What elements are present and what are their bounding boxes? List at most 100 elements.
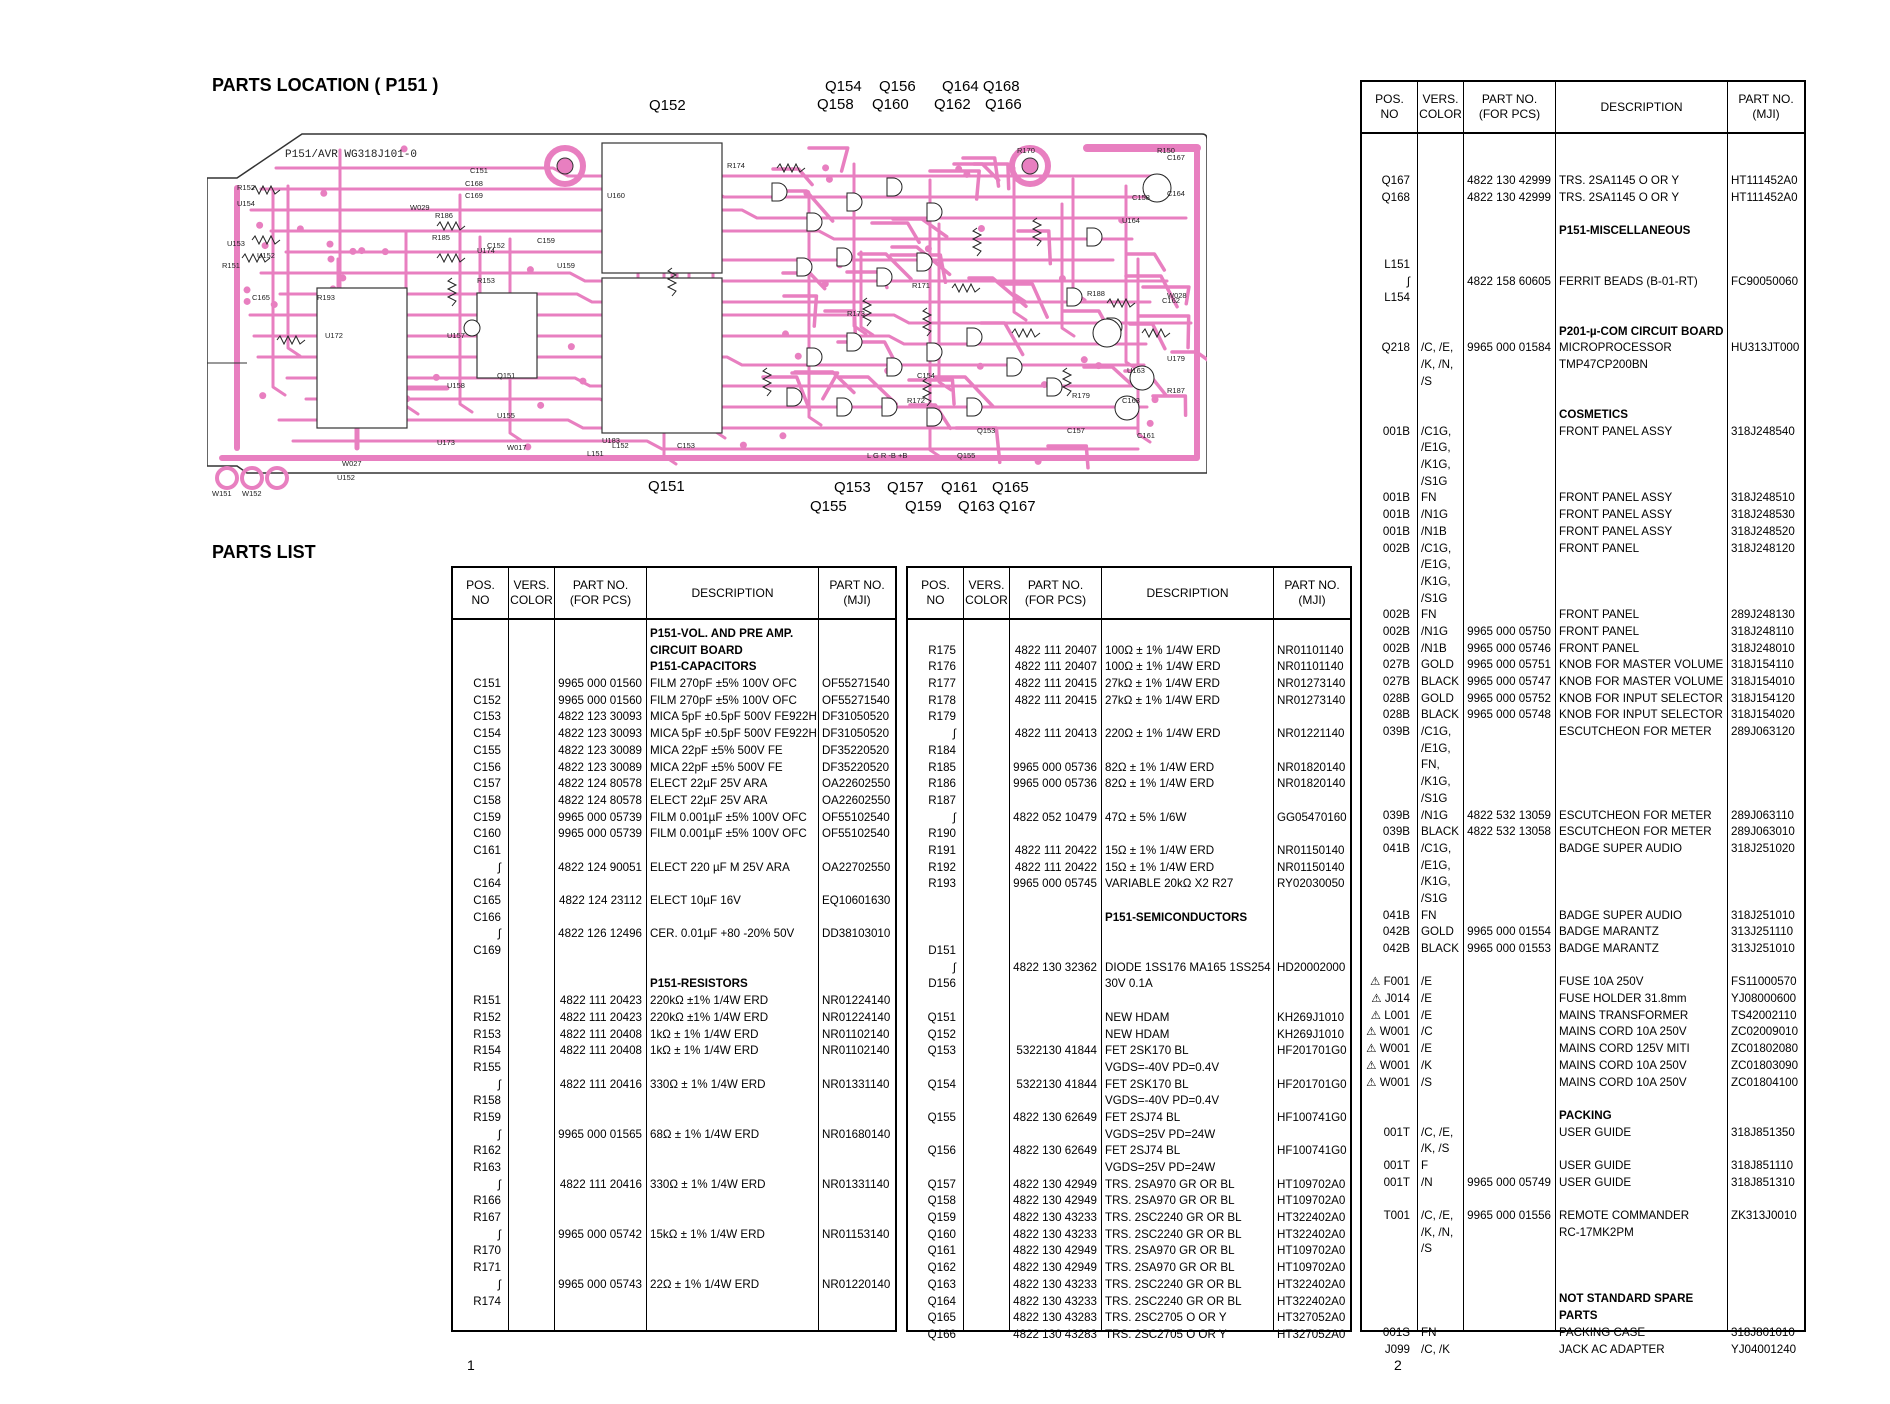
cell-pos	[1362, 1275, 1418, 1292]
cell-pos: C165	[473, 894, 501, 907]
cell-mji	[1274, 976, 1350, 993]
cell-vers	[509, 1143, 555, 1160]
cell-vers	[964, 1210, 1010, 1227]
cell-mji: NR01221140	[1277, 727, 1345, 741]
cell-pos: R175	[928, 643, 956, 657]
resistor-symbol	[921, 307, 933, 337]
cell-pn	[555, 1294, 647, 1311]
pcb-pad	[579, 377, 587, 385]
cell-vers	[964, 1143, 1010, 1160]
cell-pn: 9965 000 01553	[1467, 942, 1551, 955]
cell-pos: R154	[473, 1044, 501, 1058]
pcb-pad	[976, 362, 984, 370]
cell-mji: OF55271540	[822, 693, 890, 707]
cell-mji	[1728, 290, 1804, 307]
cell-pn	[1464, 290, 1556, 307]
cell-desc: MICROPROCESSOR	[1559, 341, 1672, 355]
cell-vers	[509, 1193, 555, 1210]
cell-mji	[819, 626, 895, 643]
cell-pn: 9965 000 05751	[1467, 658, 1551, 672]
cell-pos: ∫	[952, 727, 956, 741]
cell-pos: R186	[928, 777, 956, 791]
cell-vers	[964, 1277, 1010, 1294]
cell-mji: NR01150140	[1277, 860, 1345, 874]
cell-mji: 313J251110	[1731, 925, 1794, 939]
cell-vers	[964, 1127, 1010, 1144]
pcb-pad	[821, 280, 829, 288]
cell-pn	[1464, 574, 1556, 591]
cell-pos: C166	[473, 910, 501, 924]
q-label-top: Q152	[649, 97, 686, 114]
cell-pn	[555, 1143, 647, 1160]
cell-pn	[555, 1210, 647, 1227]
cell-vers: /N1B	[1421, 524, 1447, 538]
cell-pn: 4822 124 80578	[558, 777, 642, 791]
cell-pos: Q163	[927, 1277, 956, 1291]
cell-pn	[1010, 793, 1102, 810]
cell-desc	[1102, 743, 1274, 760]
cell-pn	[1464, 557, 1556, 574]
table-row: C164	[453, 876, 895, 893]
cell-pos: 001B	[1382, 424, 1410, 438]
component-label: U172	[325, 331, 343, 340]
component-label: W029	[410, 203, 430, 212]
cell-mji: OA22702550	[822, 860, 891, 874]
cell-vers	[509, 1160, 555, 1177]
cell-pos: R177	[928, 677, 956, 691]
transistor-outline	[1006, 357, 1023, 377]
cell-desc: NEW HDAM	[1105, 1027, 1170, 1041]
q-label-top: Q158	[817, 96, 854, 113]
resistor-symbol	[436, 252, 466, 264]
cell-pos: C158	[473, 793, 501, 807]
q-label-top: Q164 Q168	[942, 78, 1020, 95]
cell-pn: 4822 111 20408	[559, 1044, 642, 1058]
cell-vers	[509, 926, 555, 943]
cell-vers	[509, 1294, 555, 1311]
header-vers: VERS.COLOR	[964, 568, 1010, 618]
table-row: /S1G	[1362, 891, 1804, 908]
cell-vers: /E1G,	[1421, 858, 1451, 872]
cell-vers	[509, 1060, 555, 1077]
cell-mji	[819, 1210, 895, 1227]
cell-desc: TRS. 2SA1145 O OR Y	[1559, 174, 1680, 188]
cell-desc: FRONT PANEL ASSY	[1559, 508, 1673, 522]
pcb-trace	[1124, 184, 1140, 372]
component-label: R150	[1157, 146, 1175, 155]
cell-vers: BLACK	[1421, 825, 1460, 839]
cell-vers	[509, 993, 555, 1010]
resistor-symbol	[861, 297, 873, 327]
cell-pn	[555, 910, 647, 927]
component-label: U179	[1167, 354, 1185, 363]
cell-vers	[964, 926, 1010, 943]
cell-pos	[1362, 157, 1418, 174]
cell-vers	[964, 1260, 1010, 1277]
cell-desc	[1102, 793, 1274, 810]
cell-pn: 4822 130 43233	[1013, 1227, 1097, 1241]
cell-mji	[1728, 757, 1804, 774]
cell-pn	[1010, 743, 1102, 760]
table-row: P151-SEMICONDUCTORS	[908, 910, 1350, 927]
cell-mji: NR01102140	[822, 1044, 890, 1058]
cell-desc: 330Ω ± 1% 1/4W ERD	[650, 1077, 766, 1091]
cell-vers: /C1G,	[1421, 841, 1452, 855]
cell-pn: 4822 111 20416	[559, 1077, 642, 1091]
cell-mji	[819, 1243, 895, 1260]
cell-pn	[1464, 874, 1556, 891]
cell-mji: 318J154010	[1731, 675, 1795, 688]
cell-pn: 4822 130 43233	[1013, 1294, 1097, 1308]
cell-pos: Q218	[1381, 341, 1410, 355]
cell-pn: 4822 123 30089	[558, 743, 642, 757]
cell-desc: USER GUIDE	[1559, 1175, 1632, 1189]
pcb-trace	[908, 403, 953, 431]
cell-desc	[1556, 891, 1728, 908]
